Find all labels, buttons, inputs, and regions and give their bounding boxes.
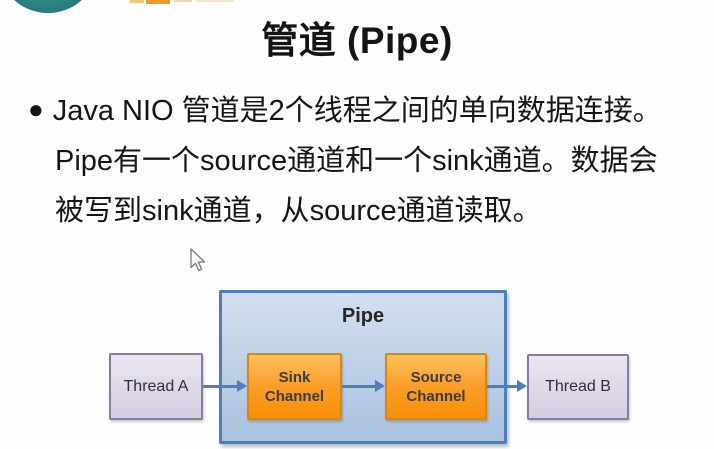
thread-b-label: Thread B xyxy=(545,378,611,395)
sink-channel-label-line1: Sink xyxy=(278,368,311,386)
thread-b-box: Thread B xyxy=(527,354,629,420)
source-channel-box: Source Channel xyxy=(385,353,487,420)
source-channel-label-line2: Channel xyxy=(406,387,466,405)
source-channel-label-line1: Source xyxy=(410,368,462,386)
bullet-line-text: Pipe有一个source通道和一个sink通道。数据会 xyxy=(55,145,658,177)
pipe-box: Pipe Sink Channel Source Channel xyxy=(219,290,507,444)
arrow-sink-to-source xyxy=(342,380,385,392)
arrow-thread-a-to-sink xyxy=(203,380,247,392)
thread-a-label: Thread A xyxy=(123,377,189,395)
bullet-marker: ● xyxy=(28,94,44,124)
bullet-line-text: 被写到sink通道，从source通道读取。 xyxy=(55,195,542,227)
arrow-source-to-thread-b xyxy=(487,380,527,392)
bullet-line-text: Java NIO 管道是2个线程之间的单向数据连接。 xyxy=(52,95,662,127)
slide-title: 管道 (Pipe) xyxy=(261,20,453,61)
sink-channel-label-line2: Channel xyxy=(264,387,325,405)
logo-text-remnant xyxy=(146,0,170,4)
sink-channel-box: Sink Channel xyxy=(247,353,342,420)
logo-text-remnant xyxy=(174,0,192,2)
thread-a-box: Thread A xyxy=(109,353,203,420)
mouse-pointer-icon xyxy=(190,248,206,272)
logo-text-remnant xyxy=(130,0,144,3)
bullet-paragraph: ● Java NIO 管道是2个线程之间的单向数据连接。 Pipe有一个sourc… xyxy=(28,84,700,236)
pipe-label: Pipe xyxy=(341,305,385,327)
bullet-line: ● Java NIO 管道是2个线程之间的单向数据连接。 xyxy=(28,84,700,136)
logo-text-remnant xyxy=(196,0,234,2)
